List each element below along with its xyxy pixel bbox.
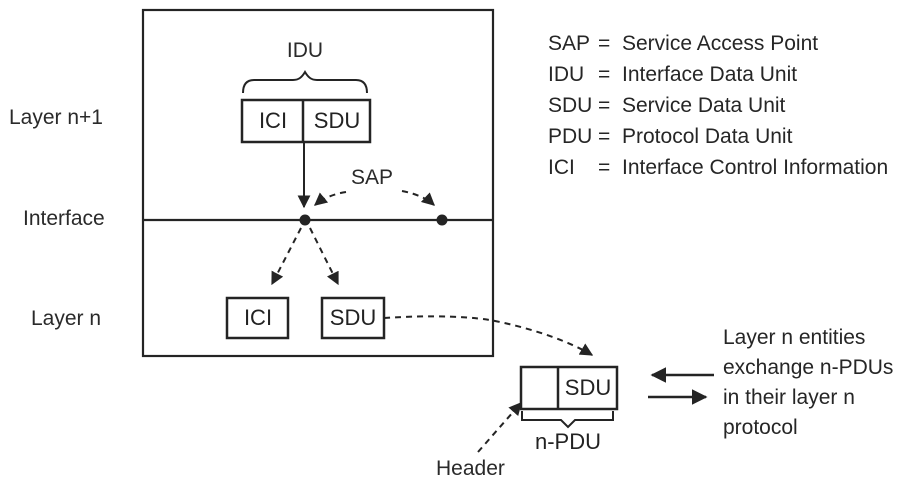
idu-label: IDU [286,39,324,62]
header-pointer-arrow [477,402,522,453]
sap-label: SAP [351,166,394,189]
exchange-note: Layer n entities exchange n-PDUs in thei… [723,326,894,439]
legend-row-pdu: PDU = Protocol Data Unit [548,121,888,152]
sdu-to-pdu-arrow [383,315,594,356]
legend-desc: Service Data Unit [622,94,786,117]
sap-pointer-left-arrow [314,191,347,206]
interface-label: Interface [23,207,105,230]
layers-box [141,8,495,358]
legend-equals: = [598,125,611,148]
header-label: Header [436,457,505,480]
legend-abbr: ICI [548,156,575,179]
legend-equals: = [598,156,611,179]
legend: SAP = Service Access Point IDU = Interfa… [548,28,888,183]
idu-box [240,98,372,144]
layer-n-plus-1-label: Layer n+1 [9,106,103,129]
lower-ici-label: ICI [243,305,273,330]
idu-brace [242,70,368,94]
upper-sdu-label: SDU [313,108,361,133]
legend-abbr: SDU [548,94,593,117]
legend-equals: = [598,32,611,55]
legend-desc: Interface Control Information [622,156,889,179]
legend-row-sap: SAP = Service Access Point [548,28,888,59]
legend-equals: = [598,94,611,117]
sap-pointer-right-arrow [401,190,435,206]
pdu-box [519,365,619,411]
legend-desc: Protocol Data Unit [622,125,793,148]
n-pdu-bracket [521,411,614,429]
lower-ici-box [225,296,290,340]
arrow-to-lower-ici [271,227,302,286]
legend-abbr: PDU [548,125,593,148]
legend-row-ici: ICI = Interface Control Information [548,152,888,183]
n-pdu-label: n-PDU [534,429,602,454]
sap-dot-left [299,214,311,226]
legend-abbr: IDU [548,63,585,86]
lower-sdu-label: SDU [329,305,377,330]
sap-dot-right [436,214,448,226]
legend-desc: Service Access Point [622,32,819,55]
legend-row-idu: IDU = Interface Data Unit [548,59,888,90]
arrow-to-lower-sdu [309,227,339,286]
upper-ici-label: ICI [258,108,288,133]
pdu-sdu-label: SDU [564,375,612,400]
legend-equals: = [598,63,611,86]
legend-desc: Interface Data Unit [622,63,798,86]
legend-row-sdu: SDU = Service Data Unit [548,90,888,121]
legend-abbr: SAP [548,32,591,55]
layer-n-label: Layer n [31,307,102,330]
